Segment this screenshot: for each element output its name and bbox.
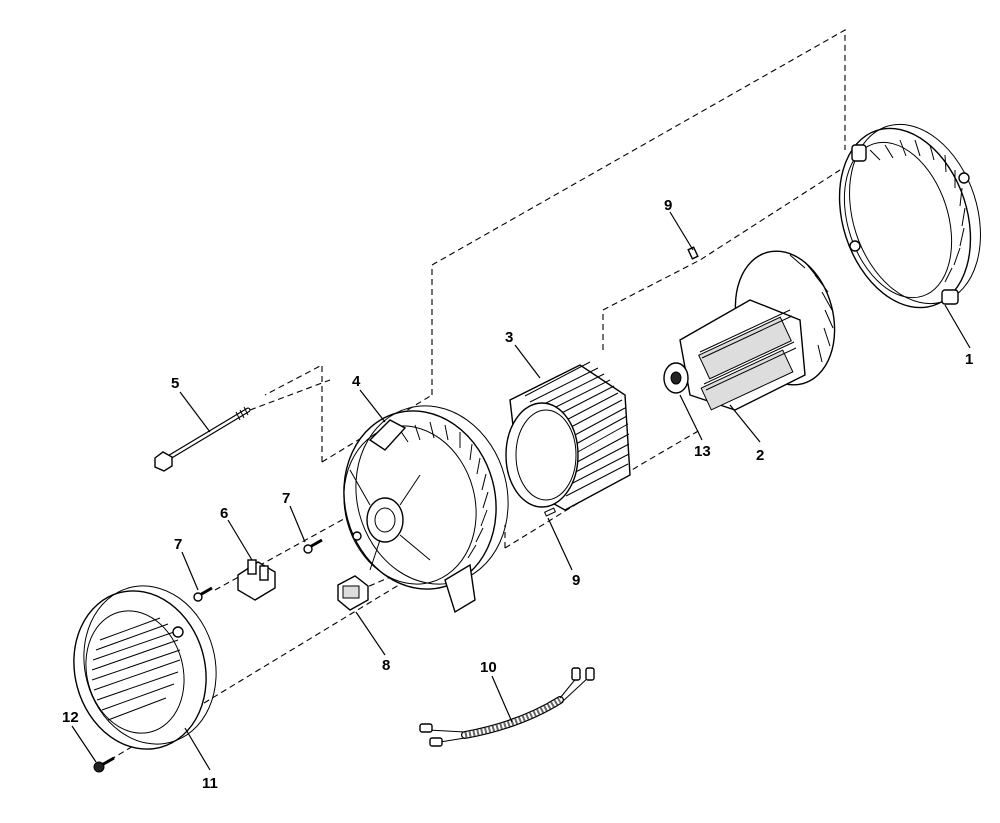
callout-10: 10 bbox=[480, 659, 497, 676]
callout-6: 6 bbox=[220, 505, 228, 522]
part-7-screw-b bbox=[303, 538, 323, 554]
callout-labels: 1 2 3 4 5 6 7 7 8 9 9 10 11 12 13 bbox=[62, 197, 973, 792]
callout-3: 3 bbox=[505, 329, 513, 346]
callout-9a: 9 bbox=[664, 197, 672, 214]
callout-2: 2 bbox=[756, 447, 764, 464]
part-3-stator bbox=[505, 361, 631, 517]
part-9-key-upper bbox=[687, 246, 699, 260]
callout-1: 1 bbox=[965, 351, 973, 368]
callout-5: 5 bbox=[171, 375, 179, 392]
part-12-cover-screw bbox=[93, 756, 115, 773]
callout-7a: 7 bbox=[174, 536, 182, 553]
part-6-brush-holder bbox=[237, 559, 276, 601]
callout-8: 8 bbox=[382, 657, 390, 674]
part-4-housing bbox=[343, 405, 509, 614]
leader-lines bbox=[71, 211, 971, 771]
part-5-through-bolt bbox=[154, 406, 251, 472]
callout-4: 4 bbox=[352, 373, 361, 390]
callout-11: 11 bbox=[202, 775, 218, 792]
part-2-rotor bbox=[663, 250, 836, 411]
callout-12: 12 bbox=[62, 709, 79, 726]
callout-13: 13 bbox=[694, 443, 711, 460]
part-10-wire-harness bbox=[419, 667, 595, 747]
callout-7b: 7 bbox=[282, 490, 290, 507]
part-7-screw-a bbox=[193, 586, 213, 602]
part-11-end-cover bbox=[73, 585, 217, 750]
part-8-rectifier bbox=[337, 575, 369, 611]
part-1-rear-carrier bbox=[838, 123, 981, 309]
callout-9b: 9 bbox=[572, 572, 580, 589]
